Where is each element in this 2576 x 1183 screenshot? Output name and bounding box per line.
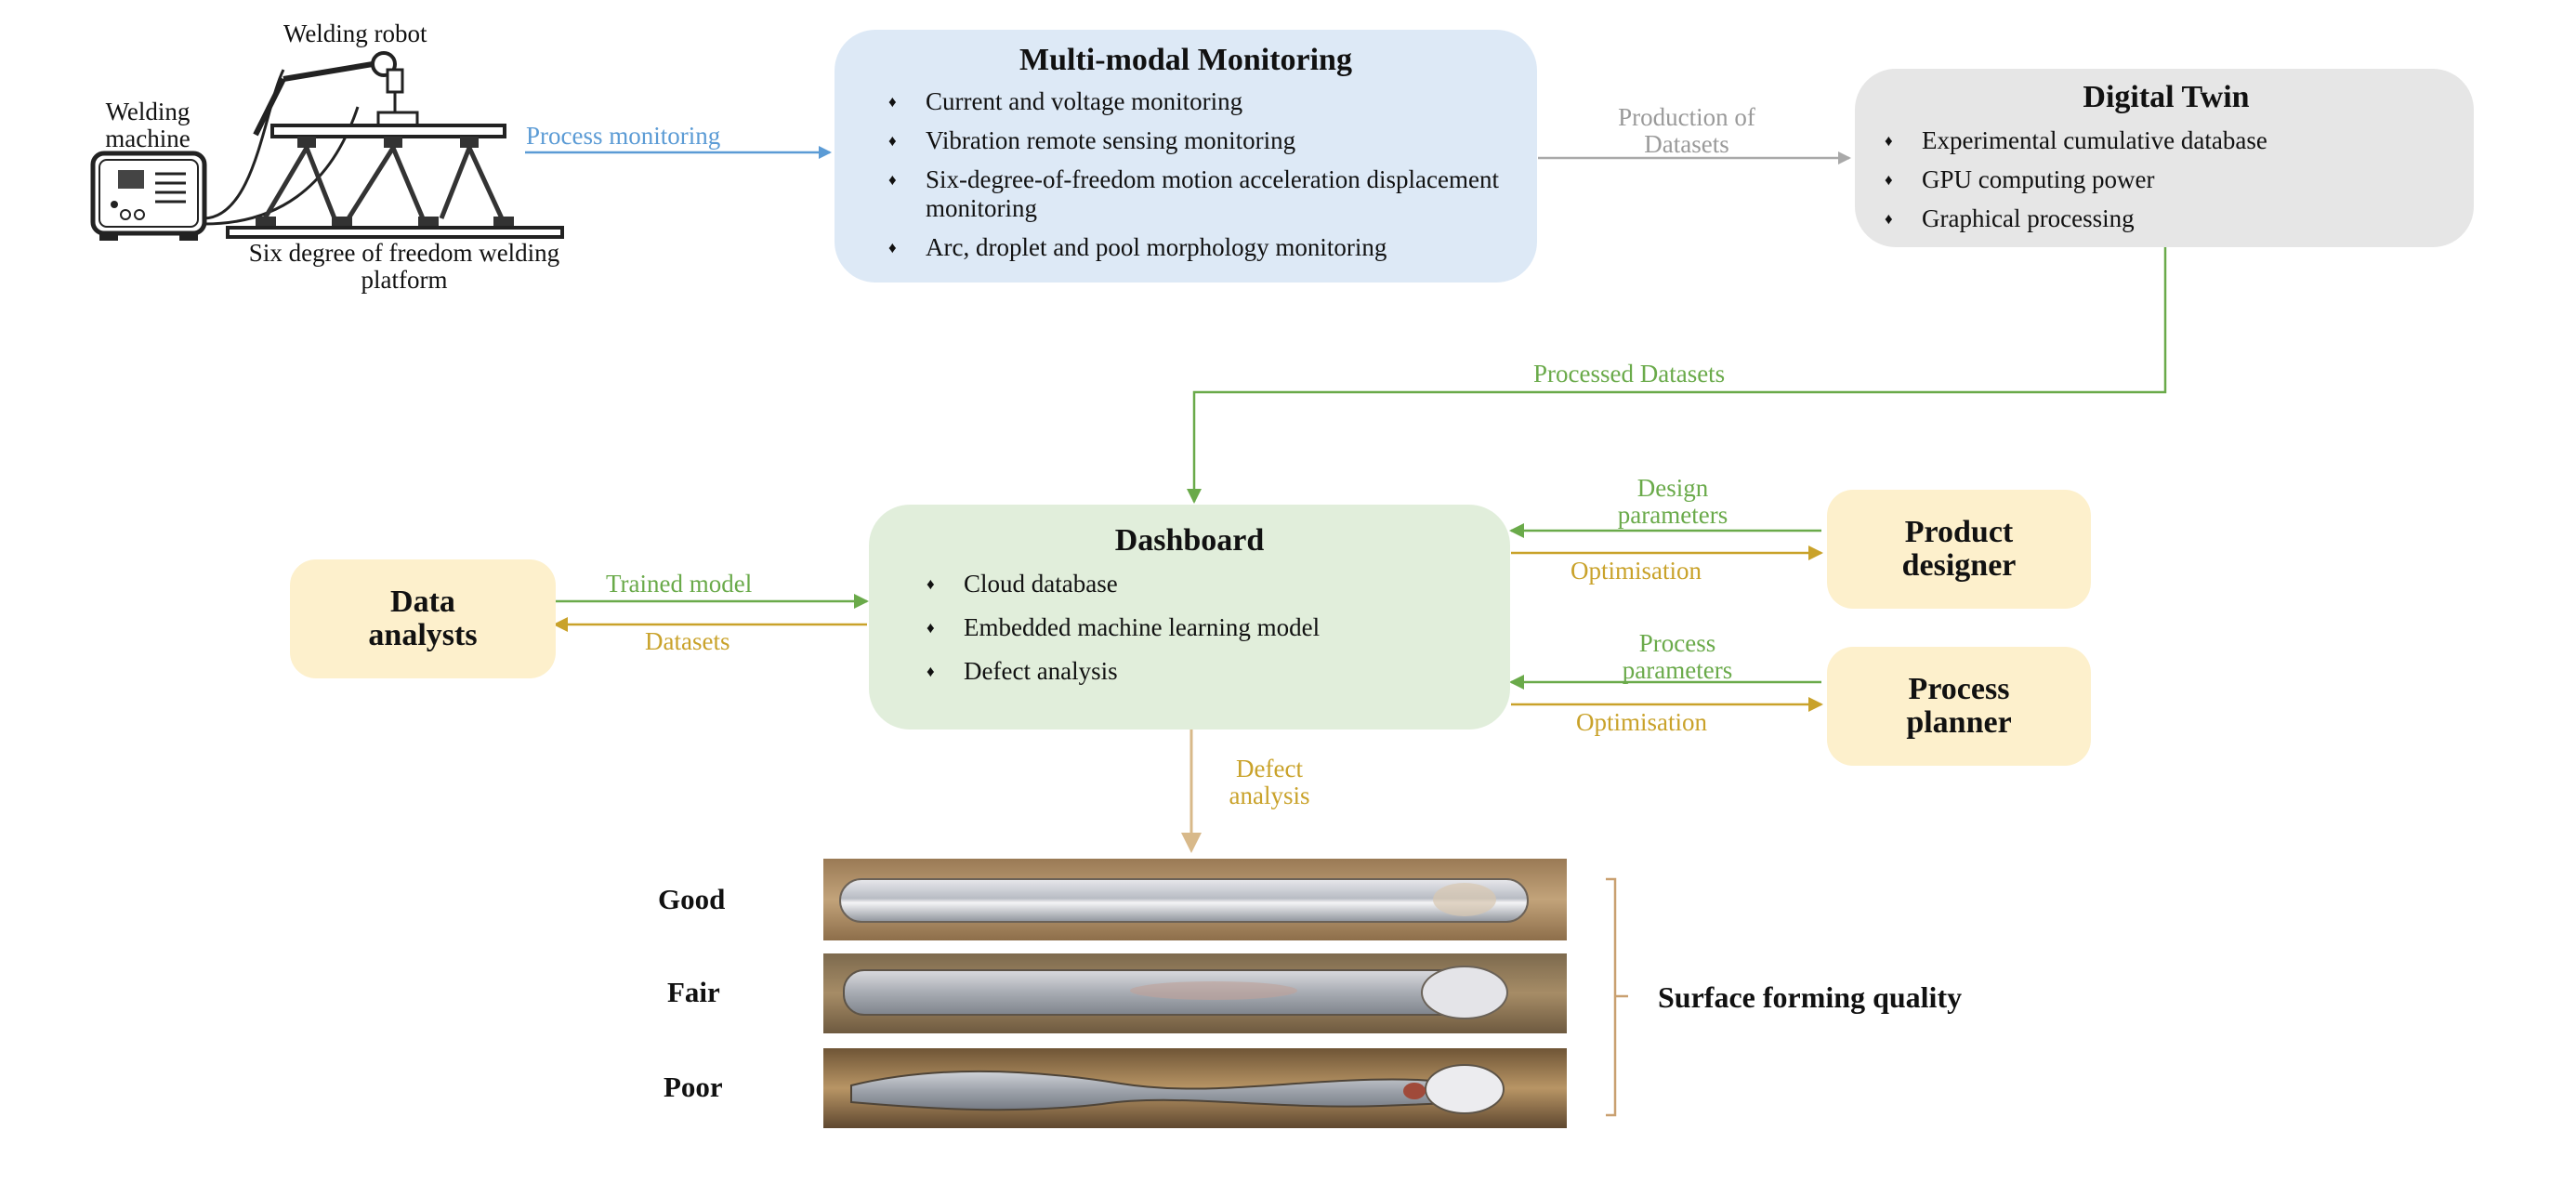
trained-model-label: Trained model (606, 570, 753, 598)
dashboard-item: Defect analysis (915, 657, 1492, 686)
processed-datasets-label: Processed Datasets (1533, 360, 1726, 388)
digital-twin-box: Digital Twin Experimental cumulative dat… (1855, 69, 2474, 247)
monitoring-item: Current and voltage monitoring (877, 87, 1518, 116)
data-analysts-box: Data analysts (290, 559, 556, 678)
weld-bead-poor-image (823, 1048, 1567, 1128)
processed-datasets-arrow (1187, 247, 2167, 504)
welding-robot-icon (253, 51, 419, 137)
defect-analysis-label: Defect analysis (1229, 755, 1310, 809)
monitoring-box: Multi-modal Monitoring Current and volta… (835, 30, 1537, 283)
dashboard-title: Dashboard (1114, 523, 1265, 558)
dashboard-item: Cloud database (915, 570, 1492, 598)
optimisation-label-1: Optimisation (1571, 557, 1702, 585)
grade-poor-label: Poor (664, 1071, 723, 1103)
digital-twin-item: Graphical processing (1873, 204, 2459, 233)
datasets-label: Datasets (645, 627, 730, 655)
grade-good-label: Good (658, 883, 726, 915)
weld-bead-fair-image (823, 953, 1567, 1033)
welding-rig-illustration (90, 51, 564, 241)
digital-twin-title: Digital Twin (2083, 80, 2250, 114)
monitoring-item: Vibration remote sensing monitoring (877, 126, 1518, 155)
welding-robot-label: Welding robot (283, 20, 427, 47)
digital-twin-item: GPU computing power (1873, 165, 2459, 194)
production-datasets-label: Production of Datasets (1618, 103, 1755, 158)
six-dof-platform-icon (226, 124, 564, 239)
dashboard-item: Embedded machine learning model (915, 613, 1492, 642)
monitoring-item: Arc, droplet and pool morphology monitor… (877, 233, 1518, 262)
process-monitoring-label: Process monitoring (526, 122, 721, 150)
process-planner-box: Process planner (1827, 647, 2091, 766)
design-parameters-label: Design parameters (1617, 474, 1728, 529)
welding-machine-icon (90, 151, 207, 241)
optimisation-label-2: Optimisation (1576, 708, 1707, 736)
digital-twin-item: Experimental cumulative database (1873, 126, 2459, 155)
welding-machine-label: Welding machine (105, 98, 191, 152)
weld-bead-good-image (823, 859, 1567, 940)
grade-fair-label: Fair (667, 976, 720, 1008)
quality-brace (1606, 877, 1617, 1117)
dashboard-box: Dashboard Cloud database Embedded machin… (869, 505, 1510, 730)
platform-label: Six degree of freedom welding platform (248, 239, 560, 294)
monitoring-title: Multi-modal Monitoring (1019, 43, 1352, 77)
process-parameters-label: Process parameters (1622, 629, 1733, 684)
product-designer-box: Product designer (1827, 490, 2091, 609)
monitoring-item: Six-degree-of-freedom motion acceleratio… (877, 165, 1518, 223)
surface-quality-label: Surface forming quality (1658, 980, 1963, 1014)
